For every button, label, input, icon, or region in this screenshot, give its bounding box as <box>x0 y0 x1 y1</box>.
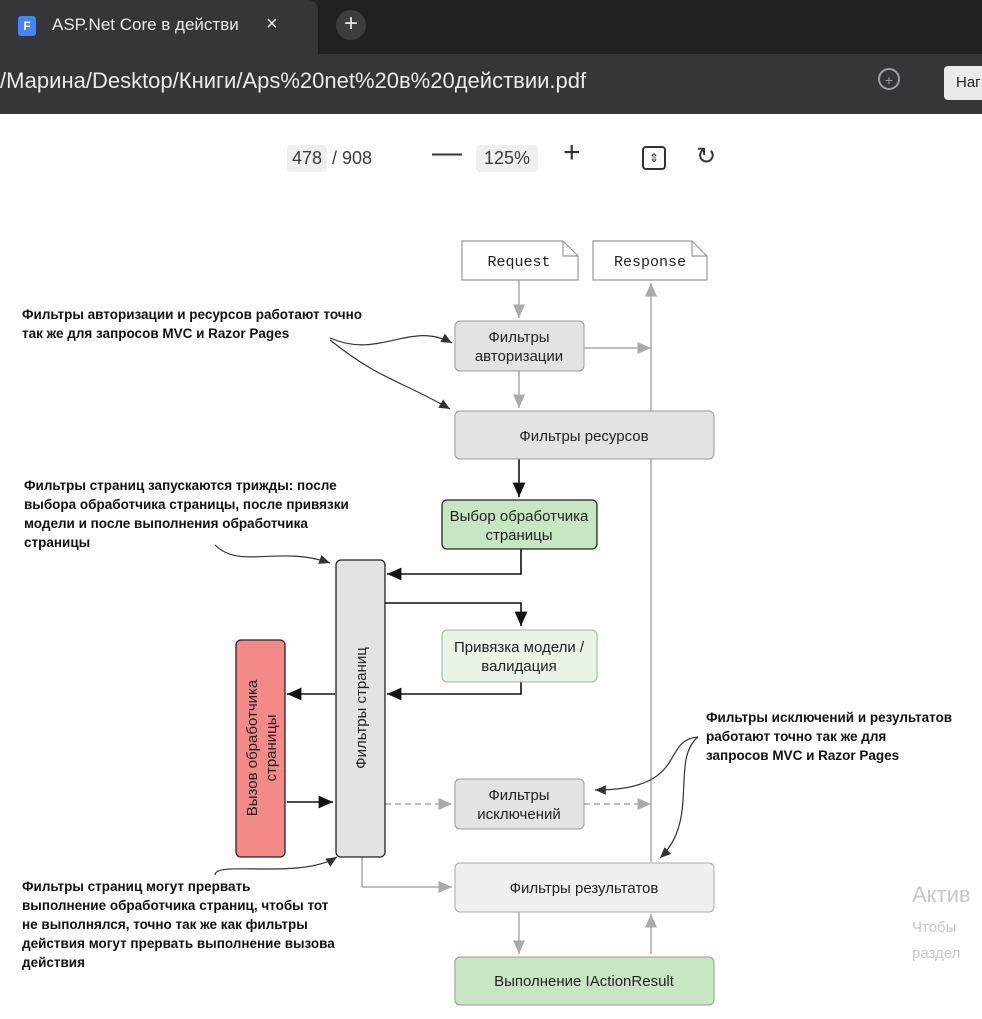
note-break-line1: Фильтры страниц могут прервать <box>22 879 250 894</box>
note-auth-line2: так же для запросов MVC и Razor Pages <box>22 326 289 341</box>
note-break-line2: выполнение обработчика страниц, чтобы то… <box>22 898 329 913</box>
svg-text:Выполнение IActionResult: Выполнение IActionResult <box>494 973 675 990</box>
note-break-line3: не выполнялся, точно так же как фильтры <box>22 917 308 932</box>
address-bar: /Марина/Desktop/Книги/Aps%20net%20в%20де… <box>0 54 982 114</box>
action-result-box: Выполнение IActionResult <box>454 956 715 1006</box>
exception-filters-box: Фильтры исключений <box>454 778 585 830</box>
svg-text:исключений: исключений <box>477 806 560 823</box>
pdf-file-icon: F <box>18 16 36 36</box>
svg-text:Фильтры: Фильтры <box>488 787 549 804</box>
handler-select-box: Выбор обработчика страницы <box>441 499 598 550</box>
handler-exec-box: Вызов обработчика страницы <box>235 639 286 858</box>
note-pages-line1: Фильтры страниц запускаются трижды: посл… <box>24 478 337 493</box>
response-note: Response <box>592 240 708 281</box>
svg-text:Фильтры: Фильтры <box>488 329 549 346</box>
nav-button[interactable]: Наг <box>944 66 982 100</box>
response-label: Response <box>614 254 686 271</box>
browser-tab[interactable]: F ASP.Net Core в действи × <box>0 0 318 54</box>
request-note: Request <box>461 240 579 281</box>
tab-bar: F ASP.Net Core в действи × + <box>0 0 982 54</box>
page-filters-box: Фильтры страниц <box>335 559 386 858</box>
page-number-input[interactable]: 478 <box>287 145 328 172</box>
pdf-toolbar: 478 / 908 — 125% + ⇕ ↻ <box>0 114 982 201</box>
watermark-line1: Актив <box>912 882 971 907</box>
svg-text:страницы: страницы <box>263 714 280 781</box>
note-break-line5: действия <box>22 955 85 970</box>
page-total: / 908 <box>332 148 373 168</box>
resource-filters-box: Фильтры ресурсов <box>454 410 715 460</box>
note-exc-line2: работают точно так же для <box>706 729 886 744</box>
zoom-indicator-icon[interactable]: + <box>878 68 900 90</box>
svg-text:страницы: страницы <box>485 527 552 544</box>
svg-text:Фильтры ресурсов: Фильтры ресурсов <box>519 428 648 445</box>
tab-title: ASP.Net Core в действи <box>52 15 239 34</box>
pdf-page: Request Response Фильтры авторизации Фил… <box>0 200 982 1019</box>
note-exc-line3: запросов MVC и Razor Pages <box>706 748 899 763</box>
svg-text:Фильтры страниц: Фильтры страниц <box>353 647 370 769</box>
url-field[interactable]: /Марина/Desktop/Книги/Aps%20net%20в%20де… <box>0 68 587 93</box>
tab-close-button[interactable]: × <box>266 13 278 35</box>
svg-text:Привязка модели /: Привязка модели / <box>454 639 585 656</box>
svg-text:авторизации: авторизации <box>475 348 563 365</box>
fit-page-icon[interactable]: ⇕ <box>642 146 666 170</box>
note-break-line4: действия могут прервать выполнение вызов… <box>22 936 335 951</box>
note-auth-line1: Фильтры авторизации и ресурсов работают … <box>22 307 362 322</box>
note-exc-line1: Фильтры исключений и результатов <box>706 710 952 725</box>
svg-text:Вызов обработчика: Вызов обработчика <box>244 679 261 816</box>
note-pages-line2: выбора обработчика страницы, после привя… <box>24 497 349 512</box>
model-binding-box: Привязка модели / валидация <box>441 629 598 683</box>
svg-text:Фильтры результатов: Фильтры результатов <box>510 880 659 897</box>
new-tab-button[interactable]: + <box>336 10 366 40</box>
svg-text:валидация: валидация <box>481 658 556 675</box>
watermark-line3: раздел <box>912 945 960 962</box>
zoom-level-input[interactable]: 125% <box>476 145 539 172</box>
note-pages-line3: модели и после выполнения обработчика <box>24 516 308 531</box>
rotate-icon[interactable]: ↻ <box>696 143 717 170</box>
request-label: Request <box>487 254 550 271</box>
watermark-line2: Чтобы <box>912 919 956 936</box>
auth-filters-box: Фильтры авторизации <box>454 320 585 372</box>
filter-pipeline-diagram: Request Response Фильтры авторизации Фил… <box>22 240 971 1006</box>
zoom-out-button[interactable]: — <box>432 136 462 169</box>
result-filters-box: Фильтры результатов <box>454 862 715 913</box>
zoom-in-button[interactable]: + <box>563 136 581 169</box>
svg-text:Выбор обработчика: Выбор обработчика <box>450 508 589 525</box>
note-pages-line4: страницы <box>24 535 90 550</box>
